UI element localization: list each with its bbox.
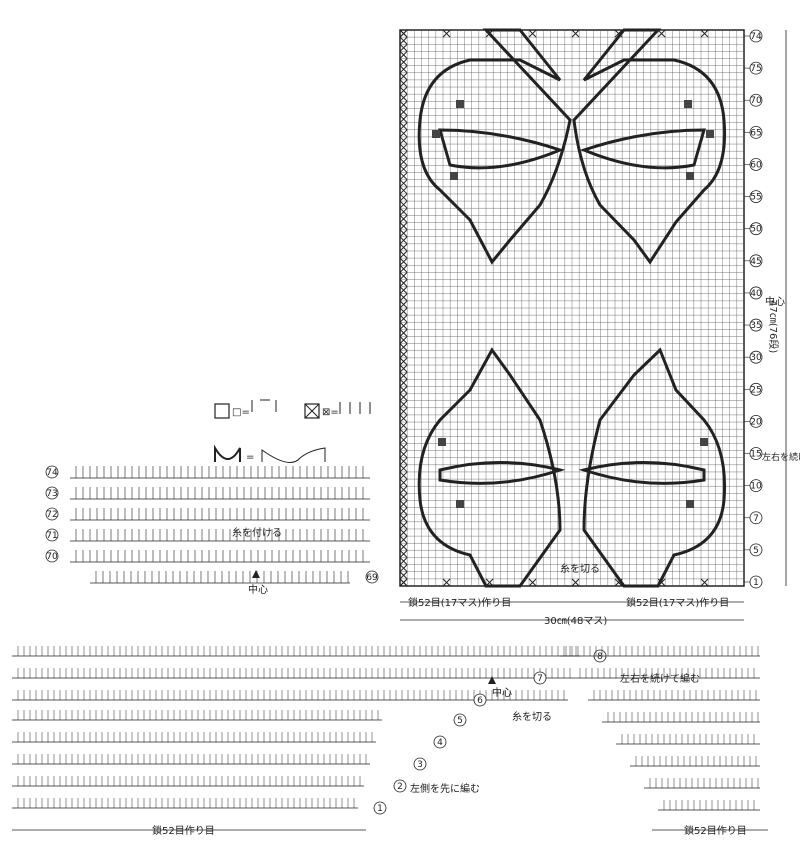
detail-row-label: 69 — [366, 573, 378, 583]
row-marker-label: 25 — [750, 385, 761, 395]
open-mesh-icon — [214, 403, 230, 419]
detail-row-marker — [365, 570, 379, 584]
row-marker-label: 65 — [750, 128, 761, 138]
detail-row-marker — [45, 549, 59, 563]
row-marker-label: 20 — [750, 417, 762, 427]
bottom-row-label: 4 — [437, 738, 443, 748]
chart-continue-label: 左右を続けて編む — [762, 451, 800, 463]
bottom-row-marker — [393, 779, 407, 793]
row-marker-label: 55 — [750, 193, 761, 203]
row-marker-label: 40 — [750, 289, 762, 299]
bottom-rows: 8 7 6 5 4 3 2 1 — [12, 646, 760, 815]
butterfly-bottom — [417, 347, 727, 588]
detail-row-marker — [45, 465, 59, 479]
bottom-row-marker — [473, 693, 487, 707]
bottom-row-label: 8 — [597, 652, 603, 662]
row-marker-label: 15 — [750, 450, 761, 460]
butterfly-spots — [432, 100, 714, 508]
detail-rows: 74 73 72 71 70 69 — [45, 465, 379, 584]
detail-center-label: 中心 — [248, 583, 268, 596]
row-marker-label: 5 — [753, 546, 759, 556]
legend: □= ⊠= = — [214, 399, 371, 463]
bottom-row-marker — [533, 671, 547, 685]
lacet-icon — [214, 444, 241, 462]
top-left-detail: 74 73 72 71 70 69 糸を付ける 中心 — [45, 465, 379, 596]
bottom-detail: 8 7 6 5 4 3 2 1 中心 糸を切る 左右を続けて編む 左側を先に編む 鎖52目作り… — [12, 646, 768, 837]
row-marker-label: 60 — [750, 160, 762, 170]
detail-row-label: 73 — [46, 489, 57, 499]
bottom-row-label: 2 — [397, 782, 403, 792]
attach-thread-label: 糸を付ける — [232, 526, 282, 539]
row-marker-label: 30 — [750, 353, 762, 363]
butterfly-top — [417, 28, 727, 265]
svg-text:=: = — [246, 452, 254, 463]
bottom-right-chain: 鎖52目作り目 — [684, 824, 747, 837]
row-marker-label: 10 — [750, 482, 762, 492]
row-marker-label: 45 — [750, 257, 761, 267]
chart-cut-label: 糸を切る — [560, 563, 600, 575]
bottom-row-label: 3 — [417, 760, 423, 770]
row-marker-label: 1 — [753, 578, 759, 588]
detail-row-marker — [45, 528, 59, 542]
filled-mesh-icon — [304, 403, 320, 419]
detail-row-marker — [45, 486, 59, 500]
bottom-left-chain: 鎖52目作り目 — [152, 824, 215, 837]
svg-text:□=: □= — [232, 407, 250, 418]
chart-grid — [400, 30, 744, 586]
bottom-row-marker — [453, 713, 467, 727]
bottom-cut-label: 糸を切る — [512, 711, 552, 723]
bottom-center-label: 中心 — [492, 686, 512, 699]
bottom-row-marker — [433, 735, 447, 749]
detail-row-label: 72 — [46, 510, 57, 520]
left-chain-label: 鎖52目(17マス)作り目 — [408, 596, 511, 609]
row-marker-label: 75 — [750, 64, 761, 74]
detail-row-label: 74 — [46, 468, 58, 478]
bottom-row-marker — [413, 757, 427, 771]
row-marker-label: 70 — [750, 96, 762, 106]
bottom-row-label: 7 — [537, 674, 543, 684]
detail-row-marker — [45, 507, 59, 521]
row-marker-label: 50 — [750, 225, 762, 235]
bottom-row-label: 5 — [457, 716, 463, 726]
detail-row-label: 70 — [46, 552, 58, 562]
row-marker-label: 35 — [750, 321, 761, 331]
bottom-row-marker — [373, 801, 387, 815]
width-label: 30㎝(48マス) — [544, 616, 607, 627]
bottom-row-label: 1 — [377, 804, 383, 814]
bottom-continue-label: 左右を続けて編む — [620, 672, 700, 685]
row-marker-label: 74 — [750, 32, 762, 42]
left-first-label: 左側を先に編む — [410, 782, 480, 795]
right-chain-label: 鎖52目(17マス)作り目 — [626, 596, 729, 609]
row-marker-label: 7 — [753, 514, 759, 524]
svg-text:⊠=: ⊠= — [322, 407, 339, 418]
height-label: 47㎝(76段) — [767, 300, 780, 353]
bottom-row-label: 6 — [477, 696, 483, 706]
detail-row-label: 71 — [46, 531, 57, 541]
chart-center-label: 中心 — [765, 295, 785, 308]
